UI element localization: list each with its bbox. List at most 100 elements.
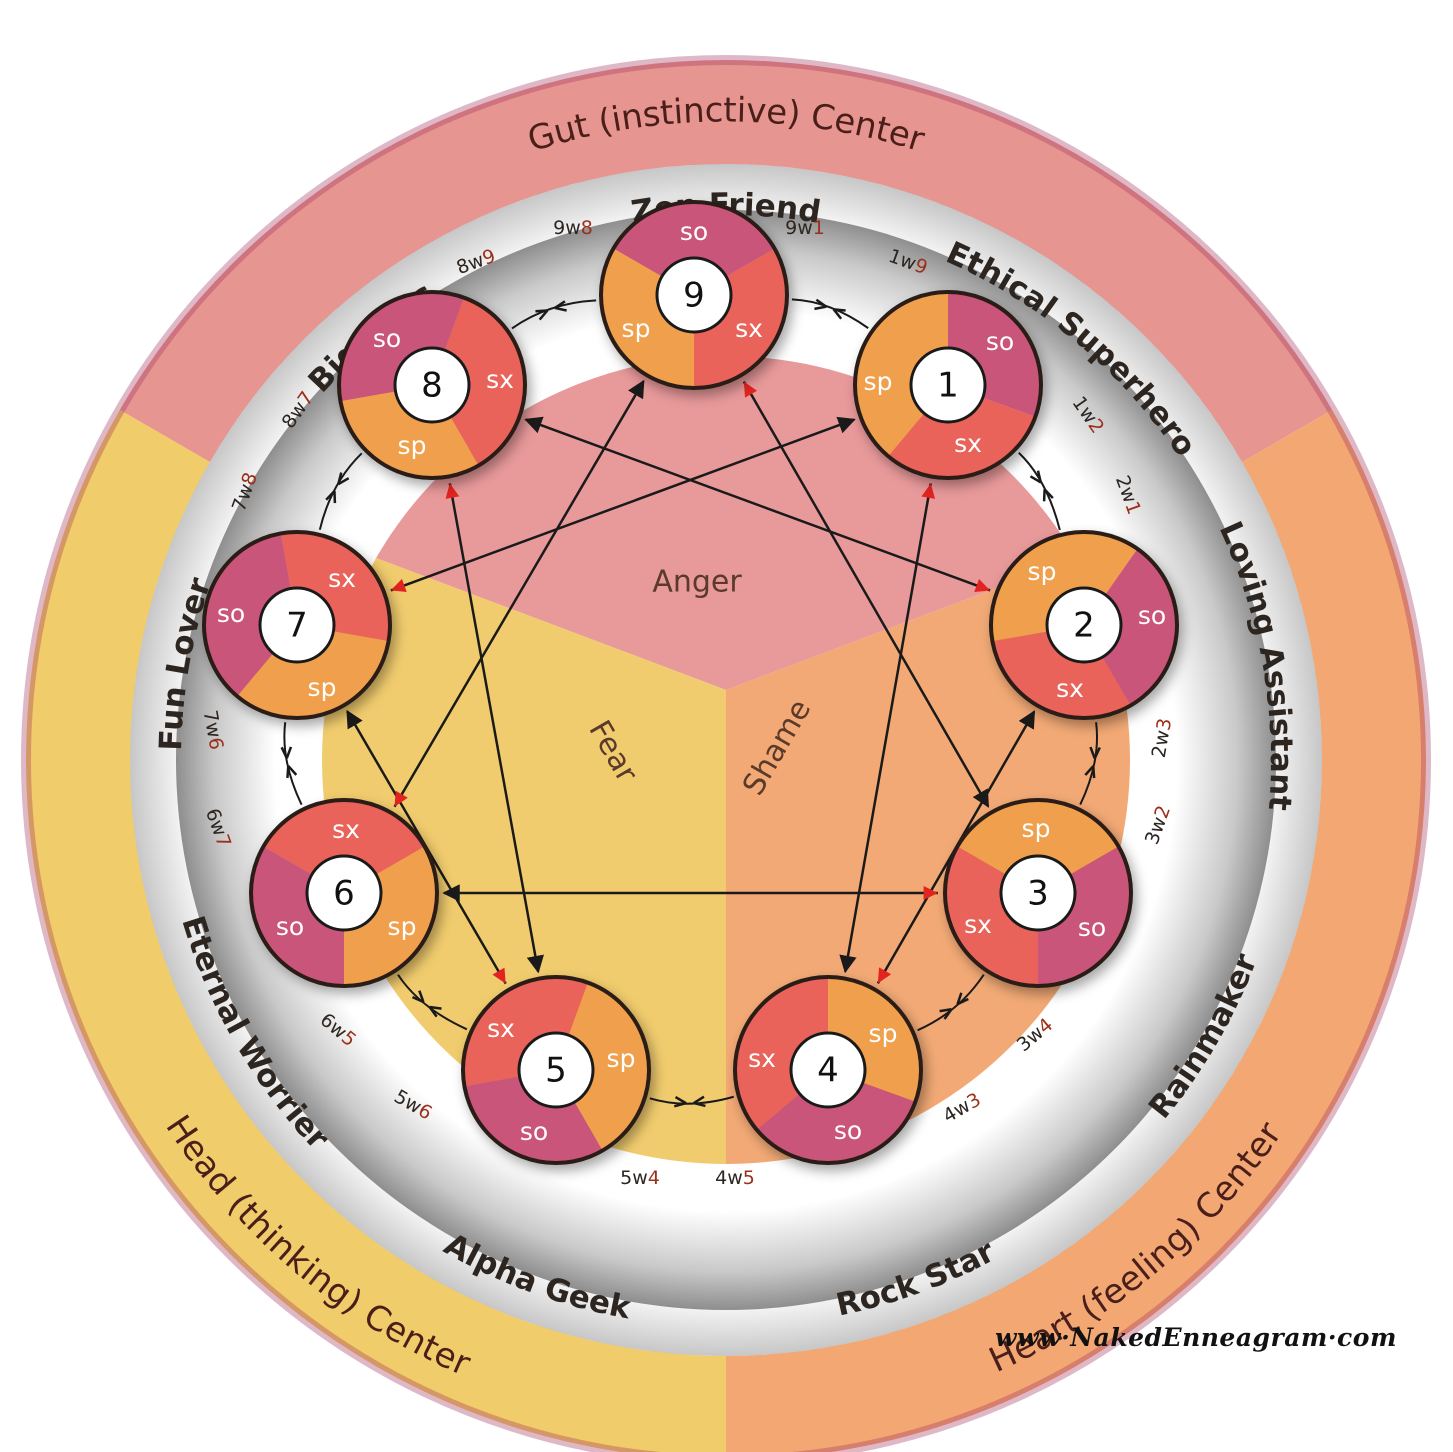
wing-label-7w6: 7w6 [199,708,228,751]
wing-arrowhead-7-8-0 [325,490,337,504]
wing-arrowhead-2-3-0 [1089,746,1101,759]
website-footer: www·NakedEnneagram·com [995,1323,1397,1352]
wing-label-4w5: 4w5 [715,1167,755,1189]
node-2-label-so: so [1138,601,1166,630]
wing-arc-7-8 [318,452,363,530]
center-ring-heart-feeling-center [726,410,1426,1452]
wing-arc-3-4 [917,974,985,1032]
node-8-outline [337,290,527,480]
line-1-4 [839,483,932,974]
node-4-label-sx: sx [748,1044,776,1073]
red-arrowhead-9-3 [743,381,758,398]
wing-arrowhead-1-2-1 [1042,488,1054,502]
node-9-center [655,256,733,334]
node-1-label-so: so [986,327,1014,356]
wing-arc-2-3 [1079,722,1099,806]
node-9-segment-so [613,202,775,295]
node-2-center [1045,586,1123,664]
ring-edge [21,55,1431,1452]
node-2-label-sp: sp [1028,557,1057,586]
wing-arrowhead-4-5-1 [673,1095,687,1108]
wing-arrowhead-9-1-0 [814,298,827,311]
node-3-label-so: so [1078,913,1106,942]
node-5-center [517,1031,595,1109]
node-7-number: 7 [286,606,308,646]
wing-arrowhead-3-4-0 [956,992,969,1006]
line-7-1 [390,416,856,592]
node-7-outline [202,530,392,720]
node-6-label-sx: sx [332,815,360,844]
wing-arrowhead-8-9-0 [535,309,549,321]
wing-arrowhead-4-5-0 [693,1095,706,1108]
wing-arrowhead-5-6-1 [411,990,425,1004]
node-4-center [789,1031,867,1109]
node-3-label-sx: sx [964,910,992,939]
node-8-segment-sx [432,297,525,466]
node-1-segment-sp [855,292,948,457]
line-8-5 [448,483,544,974]
wing-arrowhead-3-4-1 [939,1008,953,1020]
red-arrowhead-8-5 [445,483,460,499]
node-6-outline [249,798,439,988]
node-4-label-sp: sp [869,1019,898,1048]
node-7-segment-sp [237,625,389,718]
node-4-segment-so [756,1070,916,1163]
node-5-outline [461,975,651,1165]
node-5-segment-sp [556,982,650,1151]
node-4-segment-sx [734,977,828,1130]
node-4-number: 4 [817,1051,839,1091]
red-arrowhead-2-8 [974,578,991,593]
node-9-number: 9 [683,276,705,316]
node-1-segment-sx [888,385,1036,478]
node-5-label-so: so [520,1117,548,1146]
wing-label-2w3: 2w3 [1147,716,1176,759]
node-1-number: 1 [937,366,959,406]
node-7-center [258,586,336,664]
node-7-label-sx: sx [328,564,356,593]
node-2-outline [989,530,1179,720]
node-8-label-sx: sx [486,365,514,394]
node-5-label-sp: sp [607,1044,636,1073]
node-4-outline [733,975,923,1165]
wing-arc-5-6 [397,974,468,1031]
node-6-segment-sx [263,800,425,893]
node-2-number: 2 [1073,606,1095,646]
wing-arrowhead-6-7-1 [280,746,293,759]
wing-arrowhead-5-6-0 [428,1005,442,1018]
wing-arrowhead-7-8-1 [337,472,350,486]
red-arrowhead-7-1 [390,578,407,592]
node-4-label-so: so [834,1116,862,1145]
wing-arrowhead-6-7-0 [286,765,298,779]
node-9-outline [599,200,789,390]
node-1-label-sx: sx [954,429,982,458]
node-1-label-sp: sp [864,367,893,396]
node-2-label-sx: sx [1056,674,1084,703]
node-3-outline [943,798,1133,988]
node-7-label-so: so [217,599,245,628]
red-arrowhead-4-2 [877,967,892,984]
wing-arrowhead-2-3-1 [1084,765,1096,779]
node-2-segment-so [1084,548,1177,706]
node-8-number: 8 [421,366,443,406]
wing-arrowhead-9-1-1 [832,308,846,320]
node-9-label-so: so [680,217,708,246]
wing-arrowhead-1-2-0 [1029,470,1043,484]
wing-arrowhead-8-9-1 [554,300,567,312]
node-1-outline [853,290,1043,480]
wing-arc-1-2 [1018,452,1061,531]
node-1-center [909,346,987,424]
wing-label-9w1: 9w1 [785,217,825,239]
node-3-number: 3 [1027,874,1049,914]
wing-arcs [280,298,1101,1108]
wing-arc-6-7 [283,722,303,806]
node-7-label-sp: sp [308,673,337,702]
node-8-center [393,346,471,424]
node-2-segment-sp [991,531,1138,642]
line-6-9 [393,379,645,808]
type-node-2 [989,530,1179,720]
node-8-label-so: so [373,324,401,353]
node-7-segment-so [204,533,297,697]
center-rings [21,55,1431,1452]
